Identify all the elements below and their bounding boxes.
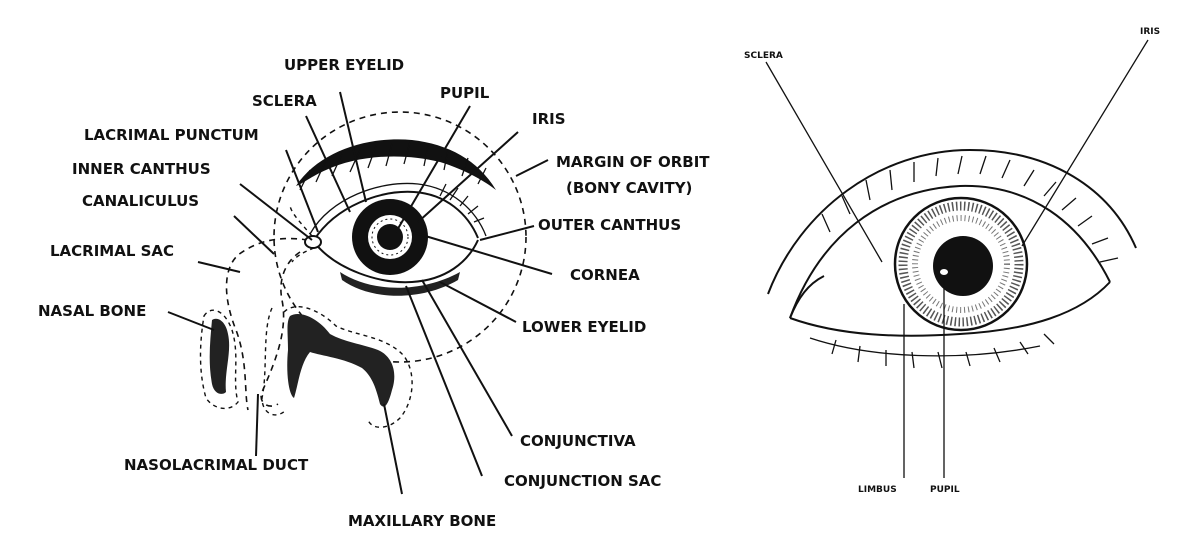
lacrimal-punctum-shape <box>304 235 322 249</box>
label-nasal-bone: NASAL BONE <box>38 302 146 320</box>
right-eye-diagram: SCLERA IRIS LIMBUS PUPIL <box>744 27 1160 495</box>
iris-speckle <box>371 218 409 256</box>
leader-lacrimal-sac <box>197 261 241 273</box>
label-sclera: SCLERA <box>252 92 317 110</box>
label-outer-canthus: OUTER CANTHUS <box>538 216 681 234</box>
eyebrow <box>296 139 496 190</box>
leader-sclera <box>305 115 351 213</box>
right-pupil-shape <box>933 236 993 296</box>
right-lower-lid-line <box>809 337 1041 357</box>
label-cornea: CORNEA <box>570 266 640 284</box>
maxillary-bone-shape <box>287 314 395 407</box>
leader-iris <box>417 131 519 223</box>
leader-maxillary-bone <box>383 403 403 495</box>
label-right-iris: IRIS <box>1140 27 1160 37</box>
lower-eyelid-outline <box>313 239 479 284</box>
leader-lacrimal-punctum <box>285 149 319 233</box>
label-lower-eyelid: LOWER EYELID <box>522 318 646 336</box>
right-iris-speckle-2 <box>912 215 1010 313</box>
label-nasolacrimal-duct: NASOLACRIMAL DUCT <box>124 456 309 474</box>
lacrimal-sac-outline <box>225 237 309 411</box>
label-canaliculus: CANALICULUS <box>82 192 199 210</box>
label-right-limbus: LIMBUS <box>858 485 897 495</box>
leader-canaliculus <box>233 215 275 255</box>
leader-nasal-bone <box>167 311 215 331</box>
label-pupil: PUPIL <box>440 84 490 102</box>
label-right-sclera: SCLERA <box>744 51 783 61</box>
right-inner-corner <box>789 275 825 319</box>
label-lacrimal-sac: LACRIMAL SAC <box>50 242 174 260</box>
leader-inner-canthus <box>239 183 313 241</box>
leader-upper-eyelid <box>339 91 367 203</box>
right-upper-lashes <box>821 155 1119 263</box>
label-inner-canthus: INNER CANTHUS <box>72 160 211 178</box>
upper-eyelid-outline <box>313 190 479 241</box>
upper-lashes <box>439 183 485 223</box>
leader-pupil <box>395 105 471 233</box>
label-bony-cavity: (BONY CAVITY) <box>566 179 692 197</box>
left-eye-diagram: UPPER EYELID SCLERA PUPIL IRIS LACRIMAL … <box>38 56 710 530</box>
label-right-pupil: PUPIL <box>930 485 960 495</box>
label-conjunction-sac: CONJUNCTION SAC <box>504 472 661 490</box>
lower-lashes <box>340 272 460 296</box>
nasal-bone-outline-2 <box>261 307 287 416</box>
label-iris: IRIS <box>532 110 566 128</box>
label-lacrimal-punctum: LACRIMAL PUNCTUM <box>84 126 259 144</box>
leader-nasolacrimal-duct <box>255 393 259 457</box>
right-iris-speckle <box>898 201 1024 327</box>
leader-right-sclera <box>765 61 883 263</box>
eyebrow-hatch <box>299 141 487 191</box>
leader-conjunction-sac <box>405 285 483 477</box>
leader-conjunctiva <box>421 279 513 437</box>
right-upper-eyelid <box>789 184 1111 319</box>
leader-lower-eyelid <box>439 281 517 323</box>
nasolacrimal-duct-outline <box>260 251 301 407</box>
maxillary-bone-outline <box>283 306 413 428</box>
canaliculus-outline <box>289 205 315 263</box>
right-lower-eyelid <box>789 281 1111 337</box>
nasal-bone-shape <box>209 318 230 394</box>
leader-right-iris <box>1021 39 1149 247</box>
label-conjunctiva: CONJUNCTIVA <box>520 432 636 450</box>
label-upper-eyelid: UPPER EYELID <box>284 56 404 74</box>
nasal-bone-outline <box>199 309 239 409</box>
orbit-margin-outline <box>273 111 527 363</box>
leader-margin-of-orbit <box>515 159 549 177</box>
right-lower-lashes <box>831 333 1055 369</box>
label-maxillary-bone: MAXILLARY BONE <box>348 512 496 530</box>
label-margin-of-orbit: MARGIN OF ORBIT <box>556 153 710 171</box>
right-lid-fold <box>767 148 1137 295</box>
right-pupil-highlight <box>940 269 948 275</box>
leader-cornea <box>411 231 553 275</box>
leader-outer-canthus <box>479 225 535 241</box>
